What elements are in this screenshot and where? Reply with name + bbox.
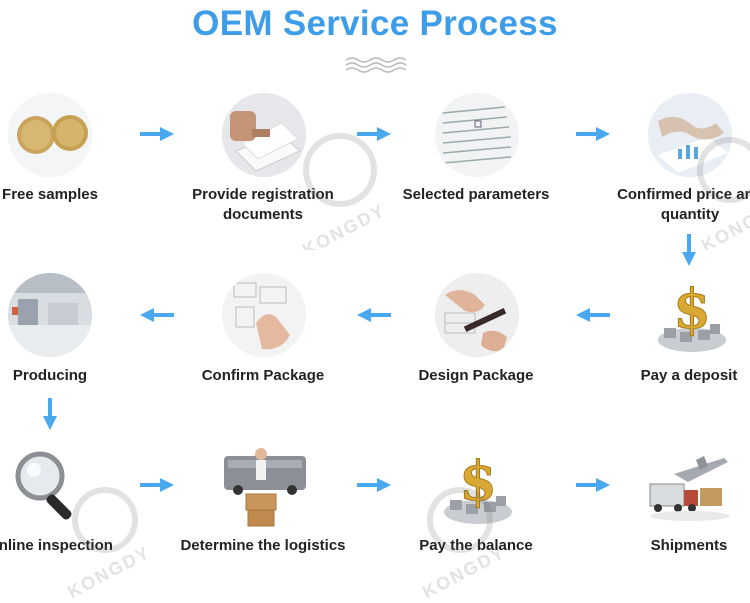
parameters-icon: [435, 93, 519, 177]
samples-icon: [8, 93, 92, 177]
step-label-design-package: Design Package: [418, 367, 534, 384]
shipment-icon: [644, 452, 736, 528]
arrow-right-icon: [576, 127, 610, 141]
dollar-icon: $: [436, 448, 520, 528]
step-label-producing: Producing: [12, 367, 88, 384]
arrow-right-icon: [140, 127, 174, 141]
arrow-left-icon: [357, 308, 391, 322]
svg-text:$: $: [459, 449, 497, 513]
factory-icon: [8, 273, 92, 357]
step-label-shipments: Shipments: [650, 537, 728, 554]
step-label-pay-the-balance: Pay the balance: [419, 537, 533, 554]
step-label-provide-registration-documents: Provide registration documents: [192, 186, 334, 223]
step-label-selected-parameters: Selected parameters: [402, 186, 550, 203]
arrow-down-icon: [43, 398, 57, 430]
step-label-online-inspection: Online inspection: [0, 537, 113, 554]
arrow-right-icon: [357, 127, 391, 141]
wave-divider-icon: [345, 57, 406, 73]
confirm-icon: [222, 273, 306, 357]
dollar-icon: $: [650, 277, 734, 356]
arrow-left-icon: [140, 308, 174, 322]
documents-icon: [222, 93, 306, 177]
arrow-right-icon: [576, 478, 610, 492]
logistics-icon: [218, 444, 310, 528]
step-label-determine-the-logistics: Determine the logistics: [180, 537, 346, 554]
arrow-down-icon: [682, 234, 696, 266]
page-title: OEM Service Process: [192, 4, 558, 43]
step-label-free-samples: Free samples: [2, 186, 98, 203]
step-label-pay-a-deposit: Pay a deposit: [640, 367, 738, 384]
svg-text:$: $: [673, 278, 711, 341]
arrow-left-icon: [576, 308, 610, 322]
magnifier-icon: [10, 448, 90, 528]
step-label-confirmed-price-and-quantity: Confirmed price and quantity: [617, 186, 750, 223]
design-icon: [435, 273, 519, 357]
arrow-right-icon: [357, 478, 391, 492]
step-label-confirm-package: Confirm Package: [201, 367, 325, 384]
arrow-right-icon: [140, 478, 174, 492]
handshake-icon: [648, 93, 732, 177]
